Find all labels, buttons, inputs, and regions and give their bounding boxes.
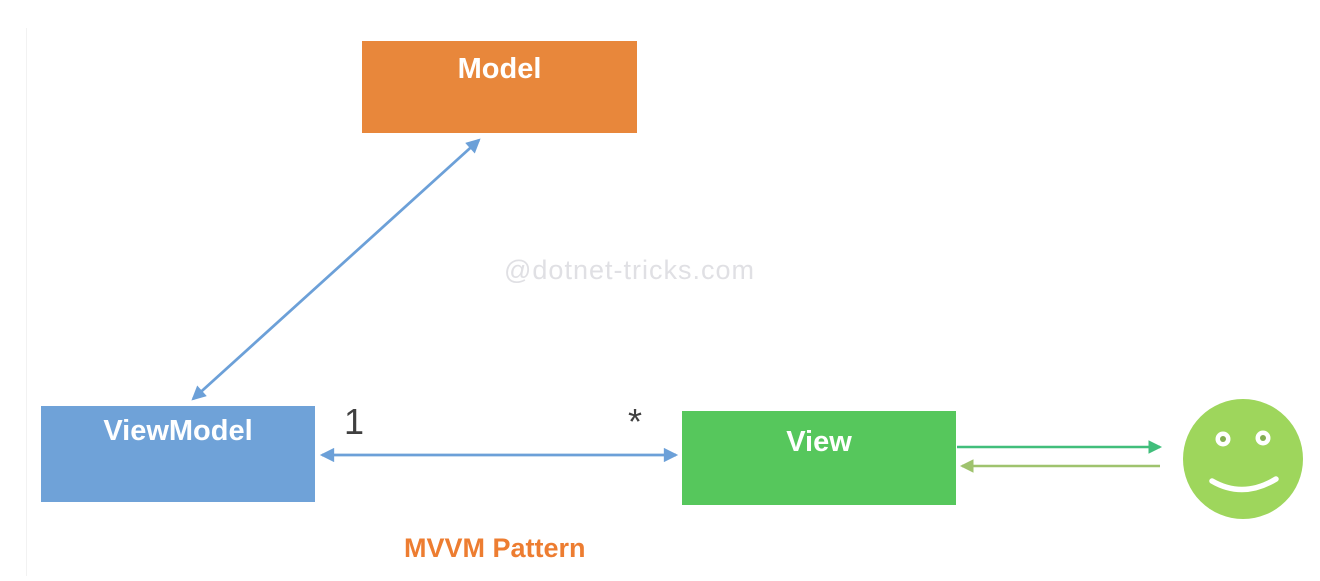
smiley-face-icon (1183, 399, 1303, 519)
left-edge-divider (26, 28, 27, 576)
smiley-head (1183, 399, 1303, 519)
multiplicity-many-label: * (628, 401, 643, 442)
watermark-text: @dotnet-tricks.com (504, 255, 755, 285)
node-viewmodel-label: ViewModel (103, 415, 253, 447)
node-viewmodel: ViewModel (41, 406, 315, 502)
diagram-caption: MVVM Pattern (404, 533, 586, 563)
smiley-mouth (1209, 476, 1279, 493)
node-view: View (682, 411, 956, 505)
viewmodel-model-arrow (191, 138, 481, 401)
node-model-label: Model (457, 53, 542, 85)
smiley-left-pupil (1220, 436, 1226, 442)
multiplicity-one-label: 1 (344, 401, 365, 442)
node-view-label: View (786, 426, 852, 458)
smiley-right-pupil (1260, 435, 1266, 441)
node-model: Model (362, 41, 637, 133)
